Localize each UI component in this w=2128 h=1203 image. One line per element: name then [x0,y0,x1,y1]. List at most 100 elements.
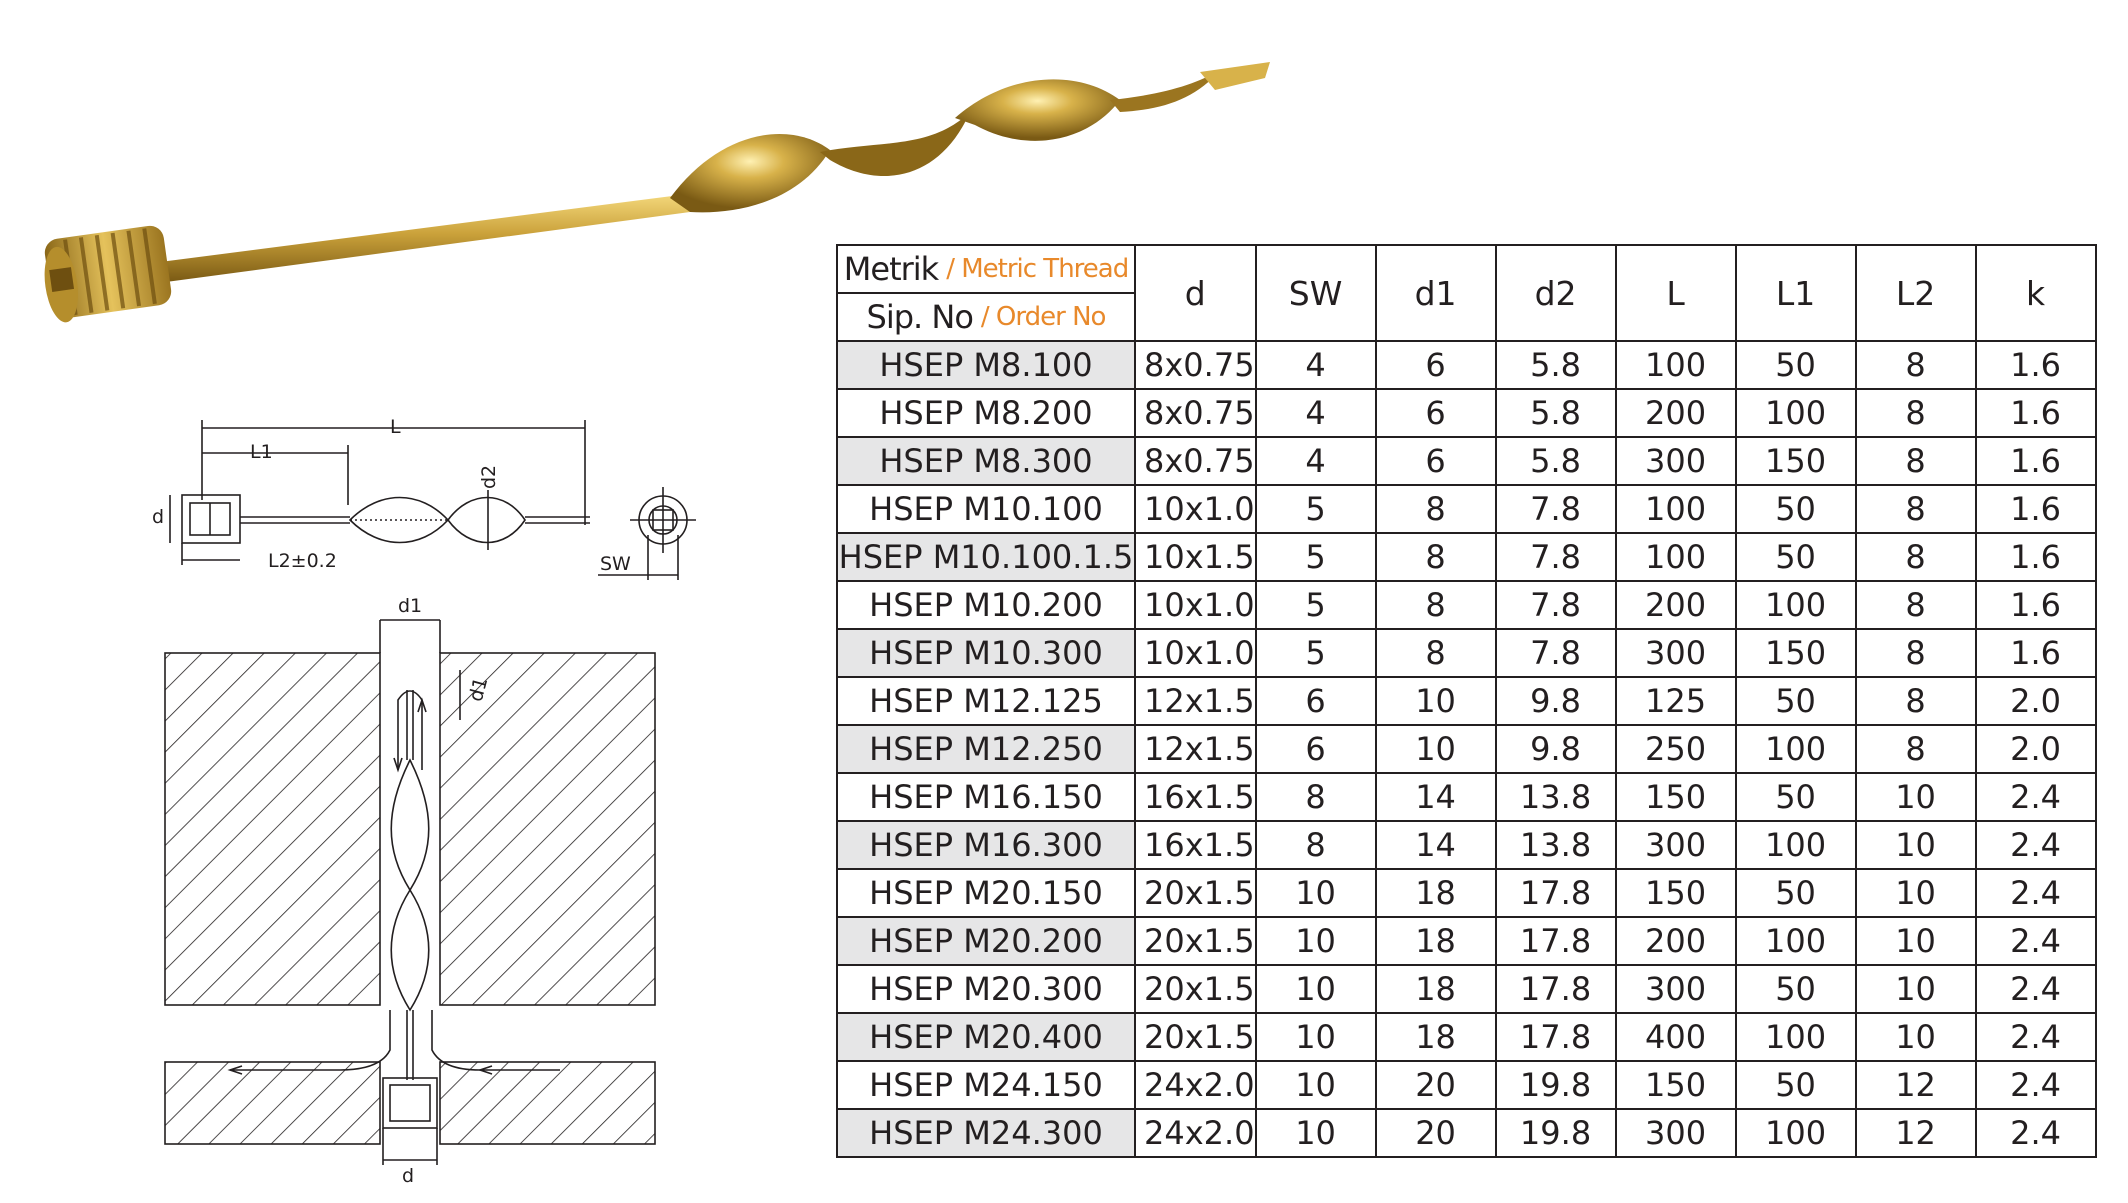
cell-l: 100 [1614,532,1737,582]
cell-d2: 17.8 [1494,868,1617,918]
cell-d: 8x0.75 [1134,388,1257,438]
section-label-d: d [402,1165,414,1187]
cell-d: 20x1.5 [1134,868,1257,918]
cell-d2: 19.8 [1494,1108,1617,1158]
label-d2: d2 [478,465,500,489]
cell-l1: 50 [1734,484,1857,534]
cell-d1: 20 [1374,1060,1497,1110]
cell-k: 2.0 [1974,676,2097,726]
cell-l: 250 [1614,724,1737,774]
cell-d: 12x1.5 [1134,676,1257,726]
cell-sw: 6 [1254,724,1377,774]
cell-d1: 18 [1374,868,1497,918]
cell-order: HSEP M8.200 [836,388,1136,438]
cell-l: 150 [1614,1060,1737,1110]
cell-k: 2.4 [1974,820,2097,870]
cell-l: 300 [1614,436,1737,486]
cell-order: HSEP M10.100.1.5 [836,532,1136,582]
cell-order: HSEP M10.300 [836,628,1136,678]
cell-k: 2.0 [1974,724,2097,774]
cell-l2: 8 [1854,388,1977,438]
dimension-drawing: L L1 d d2 L2±0.2 SW [152,416,696,580]
label-d: d [152,506,164,528]
column-header-sw: SW [1254,244,1377,342]
cell-d2: 9.8 [1494,676,1617,726]
cell-k: 1.6 [1974,532,2097,582]
cell-d: 10x1.5 [1134,532,1257,582]
cell-d1: 18 [1374,1012,1497,1062]
cell-k: 1.6 [1974,340,2097,390]
cell-l: 150 [1614,772,1737,822]
cell-order: HSEP M24.150 [836,1060,1136,1110]
order-sub-label: / Order No [980,302,1107,332]
column-header-l1: L1 [1734,244,1857,342]
section-label-d1: d1 [398,595,422,617]
cell-order: HSEP M10.100 [836,484,1136,534]
cell-k: 1.6 [1974,484,2097,534]
cell-l1: 150 [1734,628,1857,678]
cell-d: 24x2.0 [1134,1108,1257,1158]
cell-k: 1.6 [1974,388,2097,438]
cell-order: HSEP M24.300 [836,1108,1136,1158]
cell-d1: 8 [1374,628,1497,678]
cell-k: 2.4 [1974,964,2097,1014]
cell-d2: 9.8 [1494,724,1617,774]
cell-order: HSEP M10.200 [836,580,1136,630]
cell-d: 10x1.0 [1134,580,1257,630]
cell-sw: 10 [1254,1108,1377,1158]
cell-l: 300 [1614,1108,1737,1158]
cell-l2: 8 [1854,628,1977,678]
cell-d1: 14 [1374,772,1497,822]
cell-d1: 8 [1374,532,1497,582]
cell-d2: 5.8 [1494,436,1617,486]
cell-l: 125 [1614,676,1737,726]
cell-order: HSEP M20.200 [836,916,1136,966]
cell-d1: 14 [1374,820,1497,870]
cell-d2: 7.8 [1494,484,1617,534]
cell-d1: 6 [1374,340,1497,390]
cell-sw: 10 [1254,964,1377,1014]
cell-l1: 100 [1734,1012,1857,1062]
cell-l2: 10 [1854,916,1977,966]
cell-l: 200 [1614,388,1737,438]
cell-d: 20x1.5 [1134,964,1257,1014]
cell-d1: 8 [1374,484,1497,534]
column-header-l2: L2 [1854,244,1977,342]
cell-l1: 50 [1734,964,1857,1014]
cell-k: 2.4 [1974,916,2097,966]
cell-d2: 17.8 [1494,964,1617,1014]
cell-l2: 10 [1854,1012,1977,1062]
order-label: Sip. No [866,298,974,336]
cell-l: 300 [1614,820,1737,870]
cell-k: 2.4 [1974,868,2097,918]
table-header-row: Metrik / Metric Thread Sip. No / Order N… [836,244,2097,342]
cell-l1: 50 [1734,868,1857,918]
cell-d2: 7.8 [1494,532,1617,582]
cell-sw: 10 [1254,916,1377,966]
cell-l2: 8 [1854,340,1977,390]
cell-l1: 50 [1734,772,1857,822]
cell-l1: 50 [1734,340,1857,390]
cell-order: HSEP M20.400 [836,1012,1136,1062]
cell-d: 8x0.75 [1134,436,1257,486]
cell-k: 2.4 [1974,772,2097,822]
cell-d1: 6 [1374,436,1497,486]
cell-d1: 10 [1374,724,1497,774]
cell-k: 2.4 [1974,1060,2097,1110]
cell-order: HSEP M8.100 [836,340,1136,390]
cell-sw: 5 [1254,532,1377,582]
cell-l1: 50 [1734,676,1857,726]
cell-l: 400 [1614,1012,1737,1062]
cell-sw: 10 [1254,868,1377,918]
cell-d1: 6 [1374,388,1497,438]
cell-d: 16x1.5 [1134,772,1257,822]
